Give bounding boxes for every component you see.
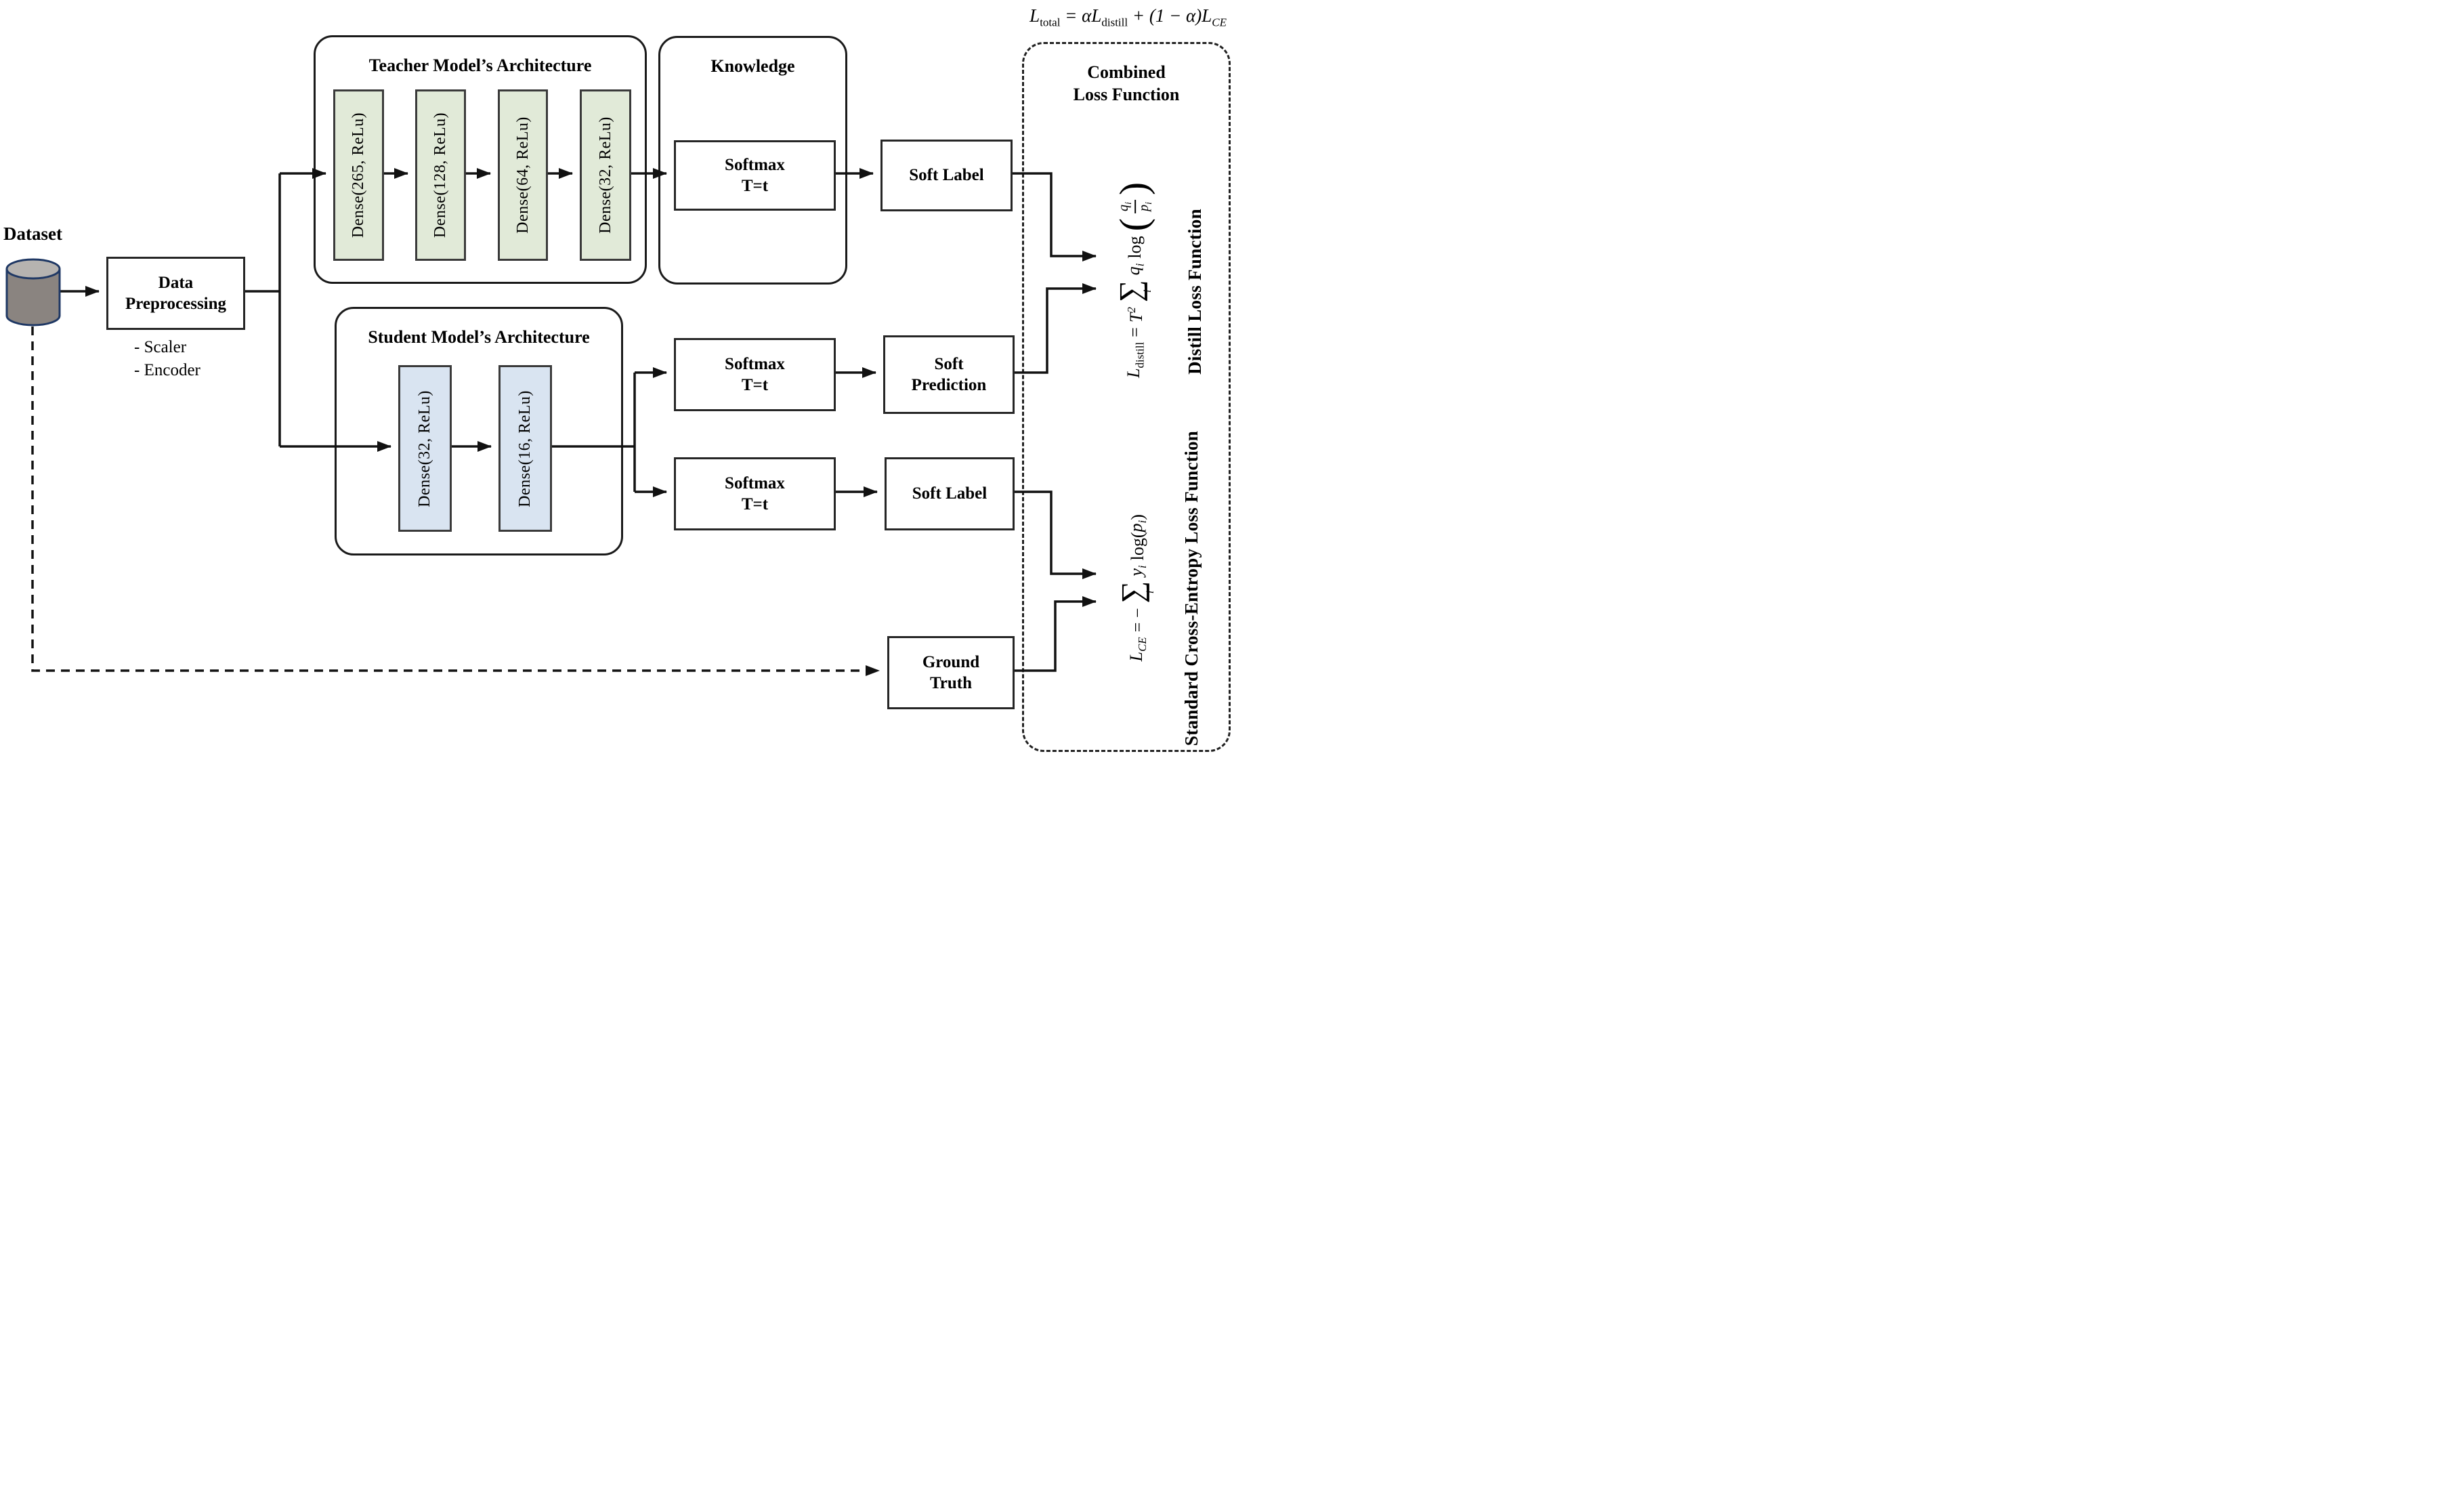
student-architecture-container: Student Model’s Architecture: [335, 307, 623, 555]
student-dense-32: Dense(32, ReLu): [398, 365, 452, 532]
student-architecture-title: Student Model’s Architecture: [368, 327, 590, 347]
teacher-architecture-container: Teacher Model’s Architecture: [314, 35, 647, 284]
distillation-diagram: Teacher Model’s Architecture Knowledge S…: [0, 0, 1232, 756]
arrow-softprediction-distill: [1011, 283, 1097, 374]
data-preprocessing-box: Data Preprocessing: [106, 257, 245, 330]
teacher-soft-label-box: Soft Label: [880, 140, 1013, 211]
student-softmax-bottom-box: Softmax T=t: [674, 457, 836, 530]
arrow-dataset-groundtruth-dashed: [31, 327, 880, 676]
combined-loss-title: Combined Loss Function: [1073, 62, 1180, 104]
arrow-studentsoftlabel-ce: [1011, 490, 1097, 579]
teacher-dense-265: Dense(265, ReLu): [333, 89, 384, 261]
student-soft-label-box: Soft Label: [885, 457, 1015, 530]
teacher-dense-128: Dense(128, ReLu): [415, 89, 466, 261]
soft-prediction-box: Soft Prediction: [883, 335, 1015, 414]
total-loss-formula: Ltotal = αLdistill + (1 − α)LCE: [1029, 5, 1227, 29]
database-cylinder-icon: [5, 258, 61, 327]
note-encoder: - Encoder: [134, 360, 200, 379]
teacher-softmax-box: Softmax T=t: [674, 140, 836, 211]
preprocessing-notes: - Scaler - Encoder: [134, 336, 200, 382]
student-dense-16: Dense(16, ReLu): [498, 365, 552, 532]
note-scaler: - Scaler: [134, 338, 187, 356]
connector-layer: [5, 168, 1097, 676]
dataset-label: Dataset: [3, 224, 62, 244]
teacher-dense-32: Dense(32, ReLu): [580, 89, 631, 261]
ground-truth-box: Ground Truth: [887, 636, 1015, 709]
teacher-dense-64: Dense(64, ReLu): [498, 89, 548, 261]
arrow-softlabel-distill: [1008, 172, 1097, 261]
knowledge-container: Knowledge: [658, 36, 847, 285]
teacher-architecture-title: Teacher Model’s Architecture: [368, 56, 592, 75]
arrow-groundtruth-ce: [1011, 596, 1097, 672]
combined-loss-container: Combined Loss Function: [1022, 42, 1231, 752]
distill-loss-caption: Distill Loss Function: [1184, 208, 1205, 375]
knowledge-title: Knowledge: [710, 56, 795, 76]
student-softmax-top-box: Softmax T=t: [674, 338, 836, 411]
ce-loss-caption: Standard Cross-Entropy Loss Function: [1181, 430, 1202, 746]
